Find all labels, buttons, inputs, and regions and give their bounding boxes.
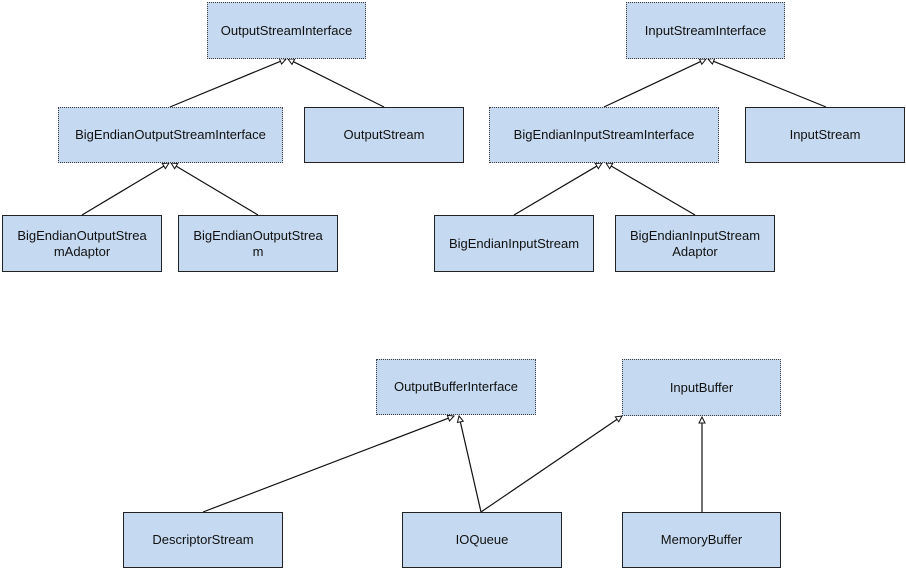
node-big-endian-input-stream-interface: BigEndianInputStreamInterface	[489, 107, 719, 163]
node-big-endian-output-stream: BigEndianOutputStrea m	[178, 215, 338, 272]
node-big-endian-output-stream-interface: BigEndianOutputStreamInterface	[58, 107, 283, 163]
node-memory-buffer: MemoryBuffer	[622, 512, 781, 568]
node-label: BigEndianInputStream	[448, 235, 580, 251]
inheritance-arrow-io-queue-to-input-buffer	[480, 415, 623, 513]
node-input-stream-interface: InputStreamInterface	[626, 2, 785, 59]
node-big-endian-input-stream-adaptor: BigEndianInputStream Adaptor	[615, 215, 775, 272]
node-label: DescriptorStream	[152, 532, 254, 547]
inheritance-arrow-big-endian-output-stream-to-big-endian-output-stream-interface	[170, 162, 259, 216]
node-output-buffer-interface: OutputBufferInterface	[376, 359, 536, 415]
node-output-stream-interface: OutputStreamInterface	[207, 2, 366, 59]
node-label: OutputStreamInterface	[220, 22, 353, 38]
node-label: BigEndianOutputStrea mAdaptor	[17, 227, 147, 259]
node-io-queue: IOQueue	[402, 512, 562, 568]
node-label: InputStreamInterface	[644, 22, 767, 38]
inheritance-arrow-big-endian-input-stream-adaptor-to-big-endian-input-stream-interface	[605, 162, 696, 216]
node-input-buffer: InputBuffer	[622, 359, 781, 416]
node-label: BigEndianOutputStreamInterface	[75, 127, 266, 142]
inheritance-arrow-output-stream-to-output-stream-interface	[286, 58, 385, 108]
inheritance-arrow-io-queue-to-output-buffer-interface	[456, 414, 482, 513]
inheritance-arrow-big-endian-output-stream-adaptor-to-big-endian-output-stream-interface	[81, 162, 170, 216]
node-label: InputBuffer	[669, 379, 734, 395]
inheritance-arrow-big-endian-output-stream-interface-to-output-stream-interface	[169, 57, 288, 108]
node-label: BigEndianInputStreamInterface	[513, 127, 695, 142]
inheritance-arrow-input-stream-to-input-stream-interface	[706, 57, 827, 108]
inheritance-arrow-memory-buffer-to-input-buffer	[698, 415, 706, 512]
node-label: MemoryBuffer	[660, 532, 743, 547]
node-big-endian-output-stream-adaptor: BigEndianOutputStrea mAdaptor	[2, 215, 162, 272]
node-label: OutputStream	[343, 127, 425, 142]
node-label: BigEndianInputStream Adaptor	[629, 227, 761, 259]
node-label: InputStream	[789, 127, 861, 142]
node-label: BigEndianOutputStrea m	[193, 227, 323, 259]
node-label: OutputBufferInterface	[393, 379, 519, 394]
node-label: IOQueue	[455, 532, 509, 547]
node-input-stream: InputStream	[745, 107, 905, 163]
inheritance-arrow-descriptor-stream-to-output-buffer-interface	[202, 414, 456, 513]
node-big-endian-input-stream: BigEndianInputStream	[434, 215, 594, 272]
node-output-stream: OutputStream	[304, 107, 464, 163]
inheritance-arrow-big-endian-input-stream-interface-to-input-stream-interface	[603, 58, 708, 108]
node-descriptor-stream: DescriptorStream	[123, 512, 283, 568]
inheritance-arrow-big-endian-input-stream-to-big-endian-input-stream-interface	[513, 162, 603, 216]
